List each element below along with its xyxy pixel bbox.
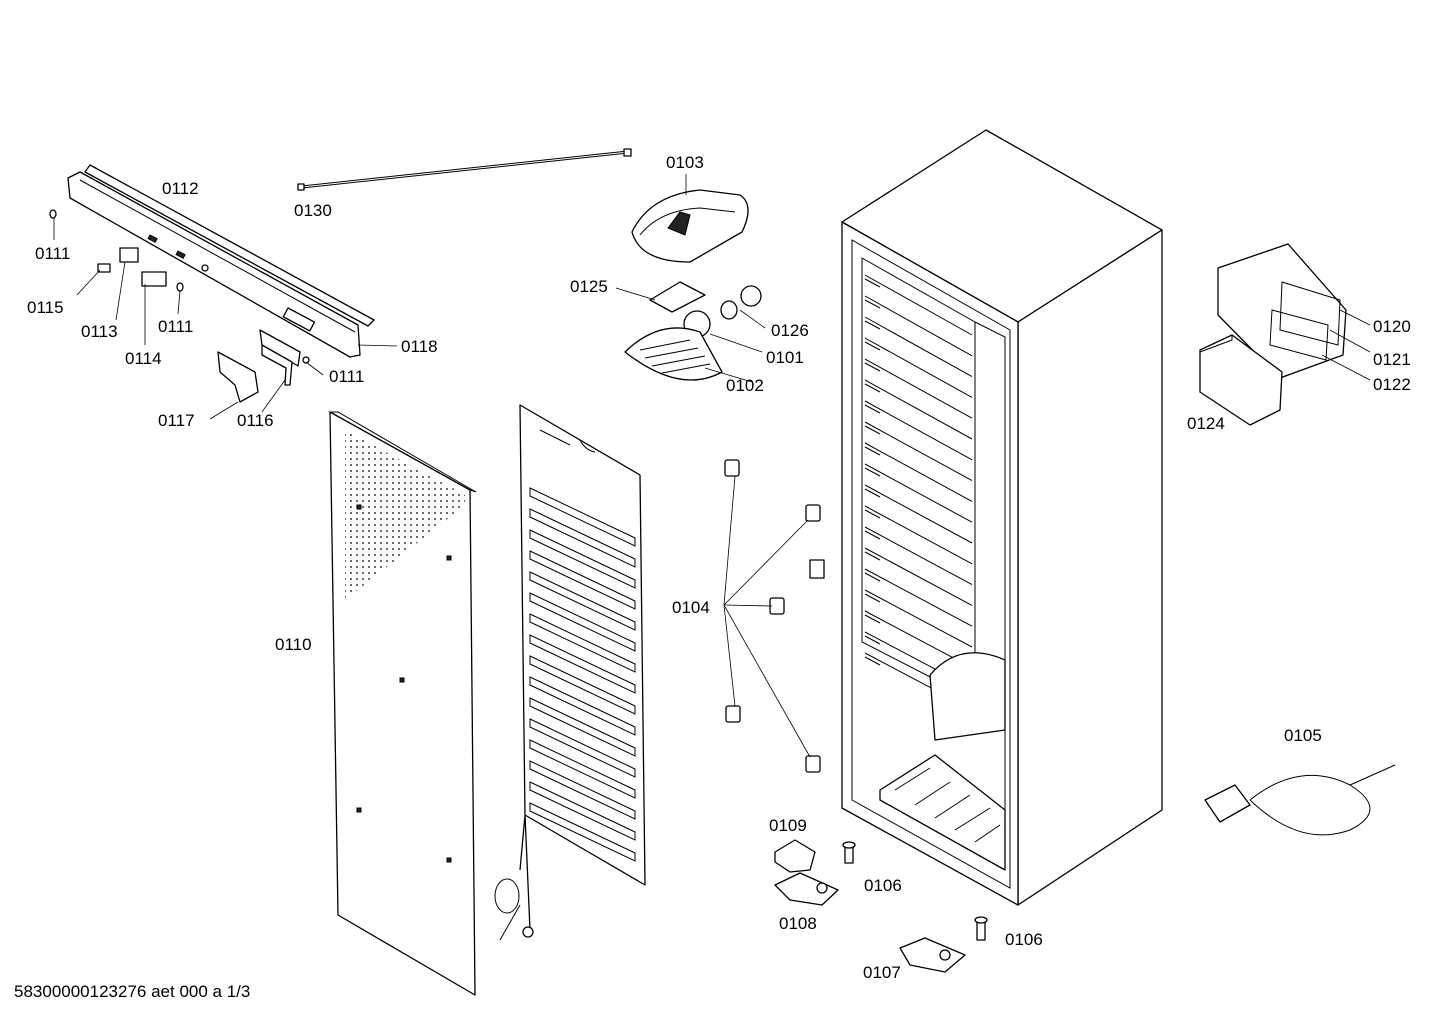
label-0111-b: 0111: [158, 317, 193, 336]
liner-bar: [529, 760, 636, 820]
label-0104: 0104: [672, 598, 710, 617]
label-0117: 0117: [158, 411, 195, 430]
label-0121: 0121: [1373, 350, 1411, 369]
top-trim-strip: [67, 164, 375, 358]
shelf-rib: [864, 358, 973, 419]
shelf-rib: [864, 295, 973, 357]
label-0124: 0124: [1187, 414, 1225, 433]
shelf-rib: [864, 274, 973, 336]
label-0115: 0115: [27, 298, 64, 317]
liner-bar: [529, 571, 636, 631]
liner-bar: [529, 613, 636, 673]
shelf-rib: [864, 316, 973, 378]
label-0103: 0103: [666, 153, 704, 172]
label-0116: 0116: [237, 411, 274, 430]
door-outer-panel: [328, 411, 477, 996]
leader-lines: [53, 174, 1371, 420]
label-0120: 0120: [1373, 317, 1411, 336]
label-0114: 0114: [125, 349, 162, 368]
shelf-rib: [864, 463, 973, 523]
liner-bar: [529, 592, 636, 652]
power-cord: [1204, 764, 1396, 836]
shelf-rib: [864, 484, 973, 544]
shelf-rib: [864, 379, 973, 440]
door-inner-liner: [494, 404, 646, 941]
liner-bar: [529, 697, 636, 757]
liner-bar: [529, 802, 636, 862]
lamp-housing-assembly: [624, 189, 762, 381]
part-labels: 0103 0112 0130 0111 0125 0115 0111 0113 …: [14, 153, 1411, 1001]
label-0108: 0108: [779, 914, 817, 933]
liner-bar: [529, 529, 636, 589]
shelf-rib: [864, 337, 973, 398]
label-0113: 0113: [81, 322, 118, 341]
shelf-rib: [864, 547, 973, 606]
liner-bar: [529, 634, 636, 694]
shelf-rib: [864, 589, 973, 648]
label-0101: 0101: [766, 348, 804, 367]
small-parts-top-left: [49, 209, 310, 403]
liner-bar: [529, 550, 636, 610]
shelf-rib: [864, 568, 973, 627]
shelf-rib: [864, 421, 973, 482]
label-0125: 0125: [570, 277, 608, 296]
shelf-rib: [864, 442, 973, 502]
liner-bar: [529, 781, 636, 841]
label-0106-b: 0106: [1005, 930, 1043, 949]
label-0110: 0110: [275, 635, 312, 654]
liner-bar: [529, 508, 636, 568]
shelf-rib: [864, 400, 973, 461]
label-0112: 0112: [162, 179, 199, 198]
label-0130: 0130: [294, 201, 332, 220]
cabinet-shelf-ribs: [864, 274, 973, 710]
liner-bar: [529, 739, 636, 799]
label-0107: 0107: [863, 963, 901, 982]
label-0111-c: 0111: [329, 367, 364, 386]
label-0118: 0118: [401, 337, 438, 356]
hinges-and-feet: [774, 839, 988, 973]
liner-bar: [529, 655, 636, 715]
fridge-cabinet: [841, 129, 1163, 906]
label-0111: 0111: [35, 244, 70, 263]
label-0109: 0109: [769, 816, 807, 835]
door-liner-bars: [529, 487, 636, 862]
liner-bar: [529, 676, 636, 736]
liner-bar: [529, 718, 636, 778]
liner-bar: [529, 487, 636, 547]
rod-0130: [297, 148, 632, 191]
label-0106: 0106: [864, 876, 902, 895]
label-0102: 0102: [726, 376, 764, 395]
shelf-clips: [723, 459, 825, 773]
drawing-id: 58300000123276 aet 000 a 1/3: [14, 982, 250, 1001]
control-box-assembly: [1199, 243, 1347, 426]
label-0126: 0126: [771, 321, 809, 340]
label-0122: 0122: [1373, 375, 1411, 394]
label-0105: 0105: [1284, 726, 1322, 745]
shelf-rib: [864, 505, 973, 565]
shelf-rib: [864, 526, 973, 586]
